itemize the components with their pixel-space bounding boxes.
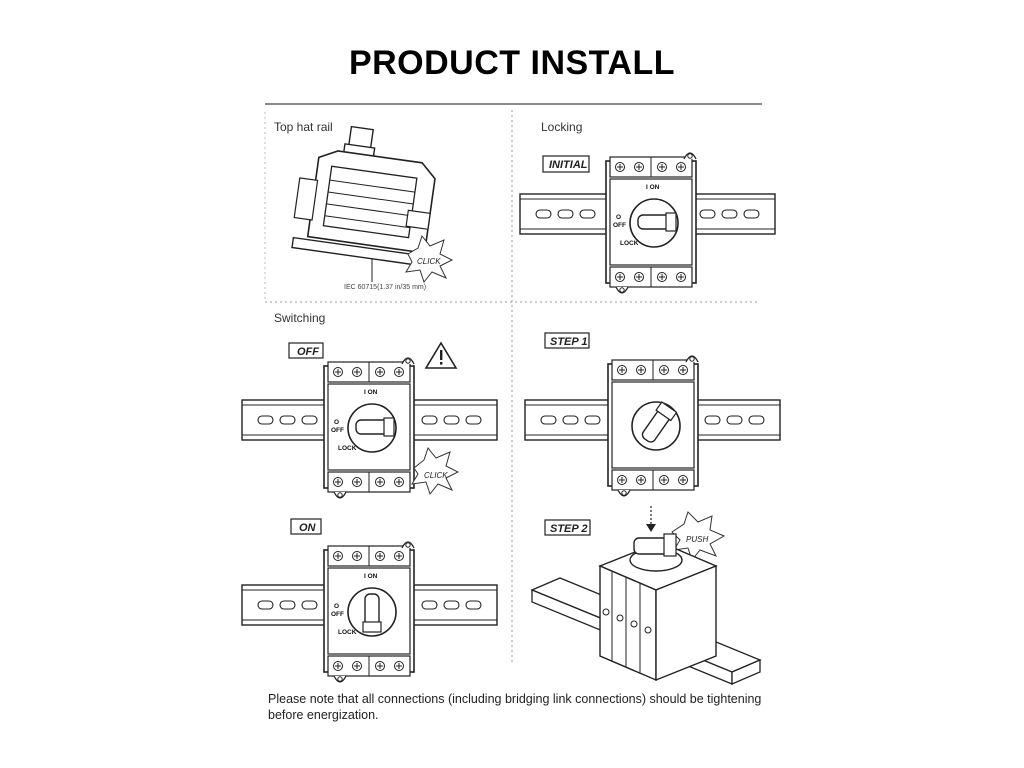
svg-text:OFF: OFF [331, 427, 344, 434]
rail-caption: IEC 60715(1.37 in/35 mm) [344, 284, 426, 291]
svg-text:I ON: I ON [364, 389, 378, 396]
svg-text:LOCK: LOCK [338, 445, 357, 452]
down-arrow-icon [646, 506, 656, 532]
svg-text:OFF: OFF [297, 346, 319, 358]
top-hat-click-text: CLICK [417, 257, 441, 266]
energization-note: Please note that all connections (includ… [268, 692, 762, 722]
warning-icon [424, 341, 458, 369]
top-hat-illustration [291, 125, 436, 269]
tag-on: ON [290, 518, 322, 535]
locking-label: Locking [541, 120, 582, 134]
switch-step1 [608, 356, 698, 496]
page-title: PRODUCT INSTALL [348, 44, 676, 82]
tag-initial: INITIAL [542, 155, 590, 173]
svg-text:STEP 2: STEP 2 [550, 523, 588, 535]
svg-text:O: O [334, 603, 339, 610]
svg-text:OFF: OFF [613, 222, 626, 229]
svg-text:O: O [334, 419, 339, 426]
tag-step1: STEP 1 [544, 332, 590, 349]
click-burst-icon: CLICK [411, 446, 460, 496]
svg-text:ON: ON [299, 522, 317, 534]
push-text: PUSH [686, 535, 708, 544]
svg-text:I ON: I ON [646, 184, 660, 191]
svg-text:LOCK: LOCK [338, 629, 357, 636]
tag-off: OFF [288, 342, 324, 359]
click-burst-icon: CLICK [405, 234, 454, 284]
svg-text:O: O [616, 214, 621, 221]
switching-click-text: CLICK [424, 471, 448, 480]
svg-text:STEP 1: STEP 1 [550, 336, 588, 348]
switch-off: I ON O OFF LOCK [324, 358, 414, 498]
svg-text:I ON: I ON [364, 573, 378, 580]
tag-step2: STEP 2 [544, 519, 591, 536]
step2-isometric-switch [530, 533, 762, 685]
top-hat-label: Top hat rail [274, 120, 333, 134]
svg-text:OFF: OFF [331, 611, 344, 618]
switch-initial: I ON O OFF LOCK [606, 153, 696, 293]
switching-label: Switching [274, 311, 325, 325]
svg-text:INITIAL: INITIAL [549, 159, 588, 171]
svg-text:LOCK: LOCK [620, 240, 639, 247]
switch-on: I ON O OFF LOCK [324, 542, 414, 682]
